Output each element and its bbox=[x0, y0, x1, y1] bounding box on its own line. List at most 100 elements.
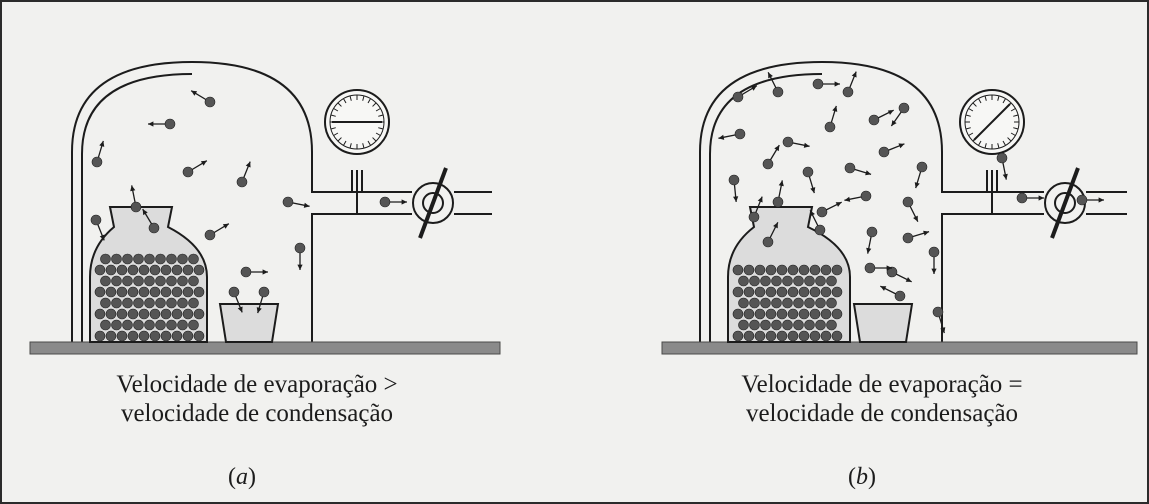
liquid-molecule bbox=[172, 309, 182, 319]
liquid-molecule bbox=[183, 287, 193, 297]
liquid-molecule bbox=[167, 254, 177, 264]
liquid-molecule bbox=[744, 265, 754, 275]
liquid-molecule bbox=[150, 287, 160, 297]
liquid-molecule bbox=[123, 320, 133, 330]
liquid-molecule bbox=[794, 298, 804, 308]
vapor-molecule bbox=[763, 237, 773, 247]
liquid-molecule bbox=[134, 276, 144, 286]
liquid-molecule bbox=[156, 320, 166, 330]
liquid-molecule bbox=[189, 276, 199, 286]
liquid-molecule bbox=[772, 298, 782, 308]
liquid-molecule bbox=[156, 254, 166, 264]
liquid-molecule bbox=[755, 309, 765, 319]
liquid-molecule bbox=[112, 298, 122, 308]
arrow-head bbox=[931, 269, 936, 274]
liquid-molecule bbox=[805, 276, 815, 286]
liquid-molecule bbox=[821, 287, 831, 297]
vapor-molecule bbox=[92, 157, 102, 167]
liquid-molecule bbox=[128, 309, 138, 319]
liquid-molecule bbox=[788, 287, 798, 297]
liquid-molecule bbox=[161, 309, 171, 319]
vapor-molecule bbox=[283, 197, 293, 207]
liquid-molecule bbox=[167, 320, 177, 330]
liquid-molecule bbox=[761, 320, 771, 330]
liquid-molecule bbox=[167, 276, 177, 286]
liquid-molecule bbox=[161, 331, 171, 341]
liquid-molecule bbox=[123, 276, 133, 286]
arrow-head bbox=[263, 269, 268, 274]
liquid-molecule bbox=[739, 298, 749, 308]
liquid-molecule bbox=[810, 287, 820, 297]
vapor-molecule bbox=[763, 159, 773, 169]
panel-a: Velocidade de evaporação > velocidade de… bbox=[2, 2, 562, 502]
liquid-molecule bbox=[816, 276, 826, 286]
vapor-molecule bbox=[845, 163, 855, 173]
liquid-molecule bbox=[733, 265, 743, 275]
liquid-molecule bbox=[766, 287, 776, 297]
liquid-molecule bbox=[172, 265, 182, 275]
liquid-molecule bbox=[156, 298, 166, 308]
vapor-molecule bbox=[803, 167, 813, 177]
liquid-molecule bbox=[101, 298, 111, 308]
caption-line-1: Velocidade de evaporação = bbox=[692, 370, 1072, 399]
small-cup bbox=[220, 304, 278, 342]
liquid-molecule bbox=[810, 331, 820, 341]
liquid-molecule bbox=[178, 254, 188, 264]
liquid-molecule bbox=[139, 265, 149, 275]
liquid-molecule bbox=[766, 265, 776, 275]
liquid-molecule bbox=[761, 276, 771, 286]
liquid-molecule bbox=[112, 320, 122, 330]
vapor-molecule bbox=[903, 233, 913, 243]
liquid-molecule bbox=[783, 276, 793, 286]
liquid-molecule bbox=[178, 320, 188, 330]
liquid-molecule bbox=[183, 331, 193, 341]
liquid-molecule bbox=[134, 254, 144, 264]
vapor-molecule bbox=[869, 115, 879, 125]
liquid-molecule bbox=[733, 309, 743, 319]
liquid-molecule bbox=[794, 320, 804, 330]
liquid-molecule bbox=[183, 265, 193, 275]
liquid-molecule bbox=[832, 265, 842, 275]
liquid-molecule bbox=[788, 331, 798, 341]
liquid-molecule bbox=[145, 320, 155, 330]
arrow-head bbox=[297, 265, 302, 270]
arrow-head bbox=[891, 120, 896, 126]
liquid-molecule bbox=[794, 276, 804, 286]
vapor-molecule bbox=[783, 137, 793, 147]
liquid-molecule bbox=[799, 309, 809, 319]
liquid-molecule bbox=[112, 276, 122, 286]
vapor-molecule bbox=[380, 197, 390, 207]
liquid-molecule bbox=[194, 287, 204, 297]
arrow-head bbox=[779, 180, 784, 186]
liquid-molecule bbox=[150, 309, 160, 319]
liquid-molecule bbox=[832, 331, 842, 341]
liquid-molecule bbox=[750, 276, 760, 286]
liquid-molecule bbox=[194, 309, 204, 319]
liquid-molecule bbox=[139, 309, 149, 319]
arrow-head bbox=[718, 135, 724, 140]
liquid-molecule bbox=[816, 298, 826, 308]
vapor-molecule bbox=[933, 307, 943, 317]
table-shelf bbox=[30, 342, 500, 354]
vapor-molecule bbox=[205, 97, 215, 107]
liquid-molecule bbox=[117, 287, 127, 297]
liquid-molecule bbox=[183, 309, 193, 319]
liquid-molecule bbox=[172, 331, 182, 341]
liquid-molecule bbox=[101, 254, 111, 264]
liquid-molecule bbox=[755, 331, 765, 341]
liquid-molecule bbox=[805, 298, 815, 308]
vapor-molecule bbox=[183, 167, 193, 177]
liquid-molecule bbox=[805, 320, 815, 330]
vapor-molecule bbox=[917, 162, 927, 172]
vapor-molecule bbox=[165, 119, 175, 129]
panel-b-label: (b) bbox=[822, 464, 902, 491]
liquid-molecule bbox=[139, 287, 149, 297]
liquid-molecule bbox=[799, 331, 809, 341]
vapor-molecule bbox=[895, 291, 905, 301]
liquid-molecule bbox=[827, 298, 837, 308]
vapor-molecule bbox=[861, 191, 871, 201]
vapor-molecule bbox=[997, 153, 1007, 163]
liquid-molecule bbox=[178, 298, 188, 308]
liquid-molecule bbox=[145, 276, 155, 286]
vapor-molecule bbox=[867, 227, 877, 237]
